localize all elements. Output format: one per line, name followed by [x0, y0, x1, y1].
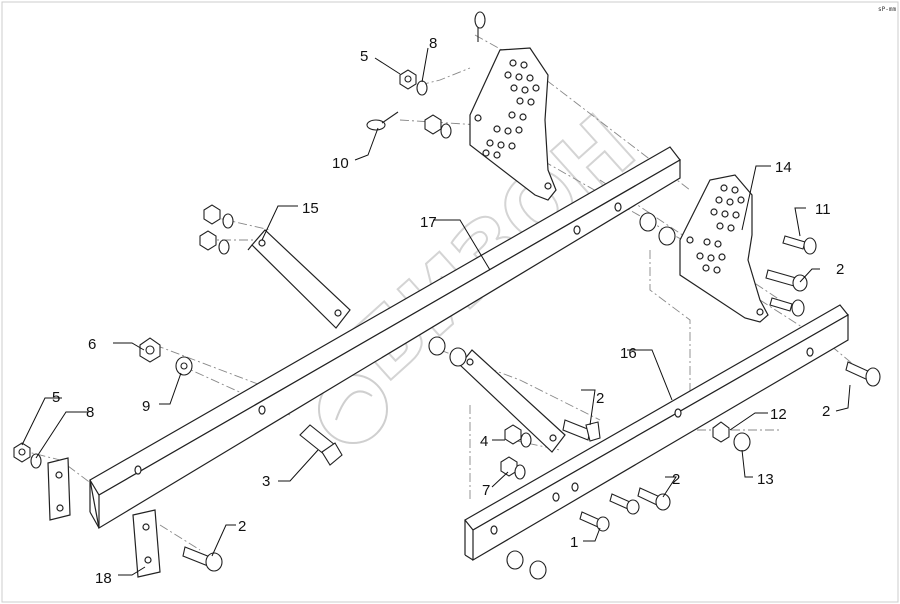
linch-pins — [366, 11, 486, 131]
callout-17: 17 — [420, 214, 437, 231]
callout-4: 4 — [480, 433, 488, 450]
callout-2-plate: 2 — [836, 261, 844, 278]
leader-lines — [21, 47, 851, 576]
callout-1: 1 — [570, 534, 578, 551]
callout-15: 15 — [302, 200, 319, 217]
callout-9: 9 — [142, 398, 150, 415]
callout-5-upper: 5 — [360, 48, 368, 65]
main-beam-part-17 — [89, 146, 681, 530]
bracket-plate-upper — [469, 47, 557, 201]
callout-10: 10 — [332, 155, 349, 172]
small-plate-left — [47, 457, 71, 521]
callout-16: 16 — [620, 345, 637, 362]
callout-8-upper: 8 — [429, 35, 437, 52]
strap-middle — [459, 349, 566, 453]
callout-8-lower: 8 — [86, 404, 94, 421]
callout-6: 6 — [88, 336, 96, 353]
callout-2-right: 2 — [822, 403, 830, 420]
callout-18: 18 — [95, 570, 112, 587]
callout-2-middle: 2 — [596, 390, 604, 407]
callout-7: 7 — [482, 482, 490, 499]
strap-part-15 — [247, 229, 351, 329]
callout-2-lower: 2 — [672, 471, 680, 488]
bracket-plate-lower — [679, 174, 769, 323]
fasteners — [13, 69, 751, 580]
callout-14: 14 — [775, 159, 792, 176]
callout-13: 13 — [757, 471, 774, 488]
callout-3: 3 — [262, 473, 270, 490]
callout-12: 12 — [770, 406, 787, 423]
callout-labels: 5 8 10 15 17 14 11 2 16 2 6 9 5 8 3 2 4 … — [52, 35, 844, 587]
bolts — [182, 235, 881, 572]
lower-beam-part-16 — [464, 304, 849, 562]
callout-2-bottom: 2 — [238, 518, 246, 535]
plate-part-18 — [132, 509, 161, 578]
callout-11: 11 — [815, 201, 831, 218]
corner-code: sP-mm — [878, 6, 896, 13]
callout-5-lower: 5 — [52, 389, 60, 406]
